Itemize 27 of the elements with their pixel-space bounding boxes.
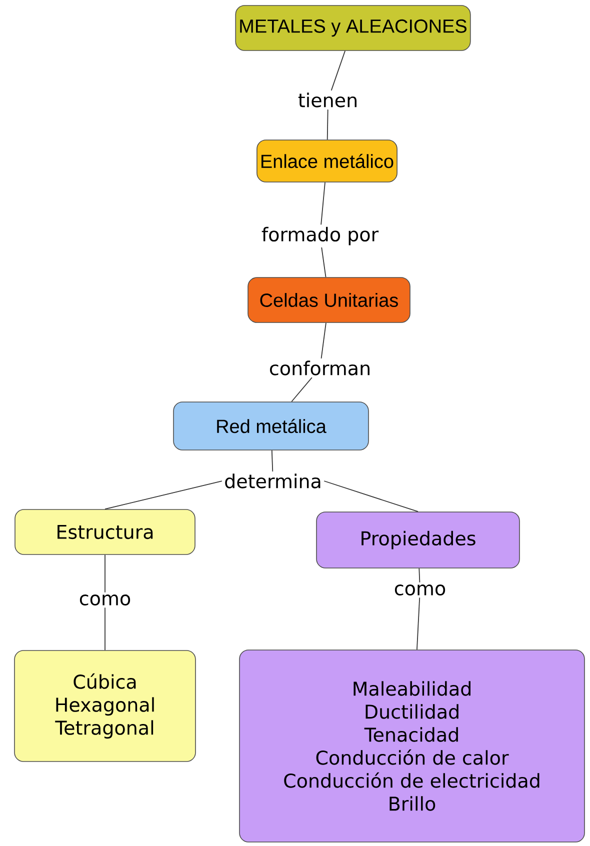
connector-line bbox=[326, 109, 328, 140]
linking-phrase: conforman bbox=[270, 360, 370, 376]
linking-phrase: como bbox=[80, 594, 130, 606]
connector-line bbox=[416, 597, 420, 650]
connector-line bbox=[104, 480, 222, 510]
connector-line bbox=[320, 182, 326, 226]
concept-box: Enlace metálico bbox=[256, 140, 398, 182]
connector-line bbox=[330, 50, 346, 91]
concept-box: Propiedades bbox=[316, 512, 520, 568]
linking-phrase: formado por bbox=[262, 226, 379, 246]
linking-phrase: tienen bbox=[298, 92, 356, 108]
concept-box: Cúbica Hexagonal Tetragonal bbox=[14, 650, 196, 762]
connector-line bbox=[291, 377, 312, 402]
concept-box: Estructura bbox=[14, 509, 196, 555]
linking-phrase: como bbox=[394, 584, 446, 596]
concept-box: METALES y ALEACIONES bbox=[235, 5, 471, 51]
connector-line bbox=[104, 607, 106, 651]
connector-line bbox=[418, 568, 420, 583]
linking-phrase: determina bbox=[225, 474, 320, 488]
connector-line bbox=[321, 246, 326, 278]
connector-line bbox=[320, 322, 326, 359]
connector-line bbox=[104, 554, 106, 593]
concept-box: Celdas Unitarias bbox=[248, 277, 410, 323]
connector-line bbox=[324, 480, 418, 512]
concept-box: Maleabilidad Ductilidad Tenacidad Conducción de calor Conducción de electricidad Brillo bbox=[239, 650, 585, 842]
connector-line bbox=[271, 450, 274, 472]
concept-box: Red metálica bbox=[173, 402, 369, 450]
